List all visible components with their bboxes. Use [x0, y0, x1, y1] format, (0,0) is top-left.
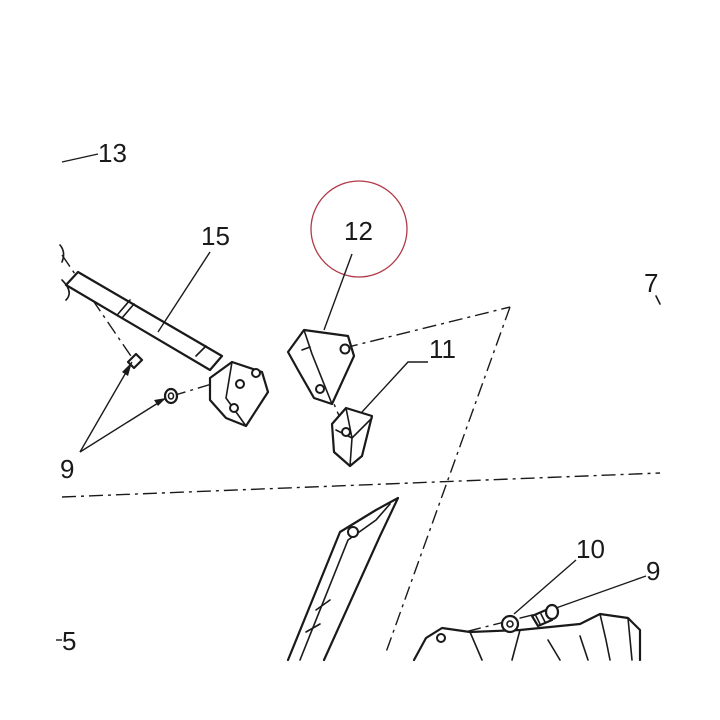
- callout-13: 13: [98, 138, 127, 168]
- bolt-part-9-right: [530, 603, 560, 628]
- frame-edge-fragment: [59, 244, 70, 301]
- leader-9-lower: [79, 397, 167, 453]
- center-line-top: [343, 306, 511, 349]
- leader-13: [61, 153, 99, 163]
- callout-9-right: 9: [646, 556, 660, 586]
- arrowhead-9-lower: [154, 398, 166, 406]
- callout-7: 7: [644, 268, 658, 298]
- leader-9-upper: [79, 361, 133, 453]
- lower-right-assembly: [412, 612, 642, 662]
- center-line-horizontal: [61, 472, 661, 498]
- clip-nut-part-11: [330, 406, 374, 468]
- arrowhead-9-upper: [122, 362, 132, 376]
- center-line-diagonal: [384, 306, 511, 656]
- lower-rail: [286, 496, 400, 662]
- bracket-part-12: [286, 328, 356, 406]
- callout-15: 15: [201, 221, 230, 251]
- callout-9-left: 9: [60, 454, 74, 484]
- callout-11: 11: [429, 334, 456, 364]
- callout-5: 5: [62, 626, 76, 656]
- bolt-upper-left: [126, 352, 144, 370]
- callout-12: 12: [344, 216, 373, 246]
- leader-10: [513, 559, 577, 615]
- leader-12: [323, 253, 353, 331]
- highlight-circle: [310, 180, 408, 278]
- callout-10: 10: [576, 534, 605, 564]
- leader-11: [361, 361, 428, 413]
- leader-15: [157, 251, 211, 333]
- frame-edge-right: [655, 295, 661, 305]
- shaft-part-15: [64, 270, 224, 372]
- washer-left: [163, 387, 179, 405]
- center-line-bolt-left: [61, 254, 136, 363]
- shaft-end-bracket: [208, 360, 270, 428]
- washer-part-10: [500, 614, 520, 634]
- leader-9-right: [555, 575, 647, 609]
